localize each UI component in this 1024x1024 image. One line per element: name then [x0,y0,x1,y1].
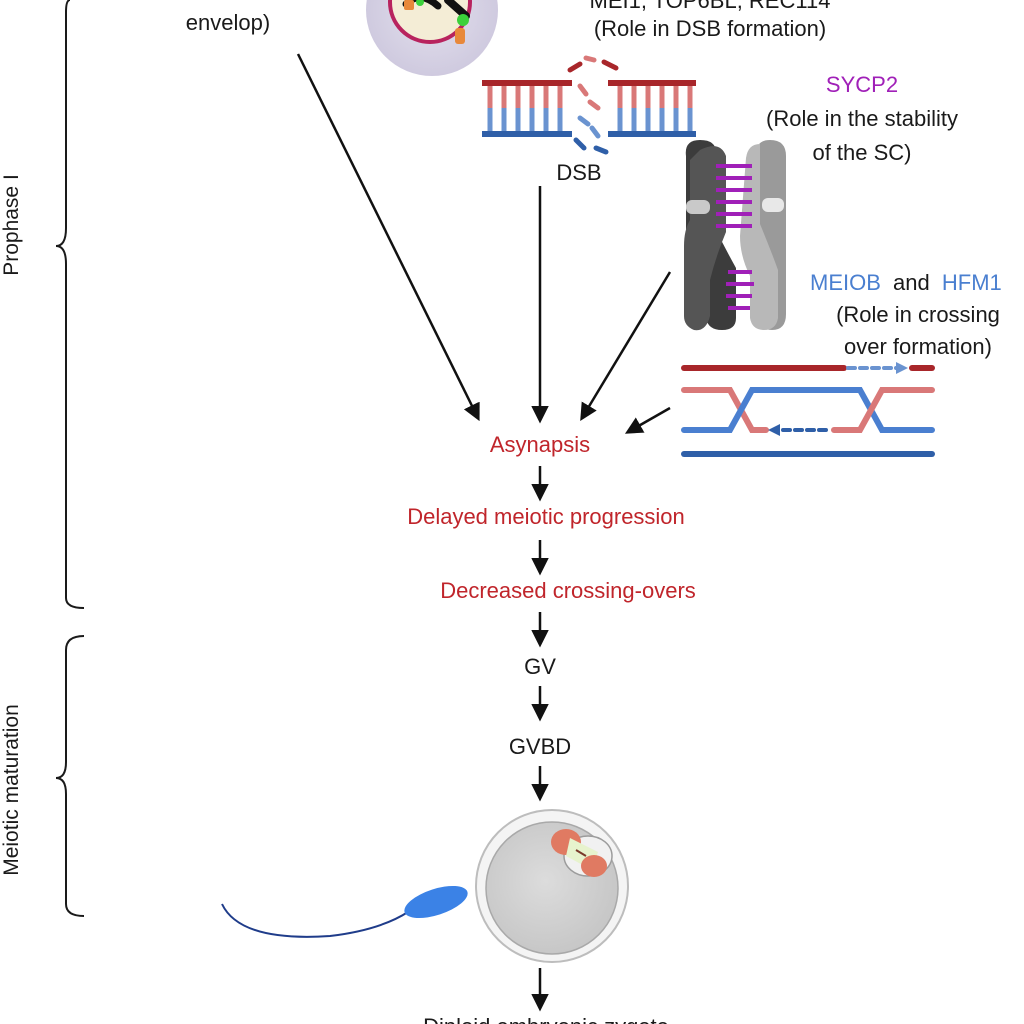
chromosome-pair-icon [684,140,786,331]
arrow-crossover-to-asynapsis [624,406,671,434]
delayed-progression-label: Delayed meiotic progression [407,504,685,529]
meiob-name: MEIOB [810,270,881,295]
hfm1-name: HFM1 [942,270,1002,295]
prophase-bracket [55,0,85,609]
gv-label: GV [524,654,556,679]
dsb-label: DSB [556,160,601,185]
nuclear-envelope-label-fragment: envelop) [186,10,270,35]
zygote-label-fragment: Diploid embryonic zygote [423,1014,669,1024]
sycp2-label: SYCP2 [826,72,898,97]
asynapsis-label: Asynapsis [490,432,590,457]
maturation-label: Meiotic maturation [0,704,23,876]
crossover-dna-icon [681,362,935,457]
sycp2-role-line1: (Role in the stability [766,106,958,131]
arrow-sycp2-to-asynapsis [580,271,672,421]
prophase-label: Prophase I [0,174,23,276]
arrow-nucleus-to-asynapsis [296,53,480,422]
dsb-role-label: (Role in DSB formation) [594,16,826,41]
maturation-bracket [55,635,85,917]
oocyte-icon [475,809,629,963]
decreased-crossovers-label: Decreased crossing-overs [440,578,696,603]
gvbd-label: GVBD [509,734,571,759]
sperm-icon [221,885,468,938]
nucleus-icon [366,0,498,76]
sycp2-role-line2: of the SC) [812,140,911,165]
meiob-role-line2: over formation) [844,334,992,359]
meiob-hfm1-label: MEIOB and HFM1 [810,270,1002,295]
meiob-conjunction: and [893,270,930,295]
dsb-proteins-label: MEI1, TOP6BL, REC114 [590,0,831,13]
dsb-dna-icon [482,55,696,155]
meiob-role-line1: (Role in crossing [836,302,1000,327]
